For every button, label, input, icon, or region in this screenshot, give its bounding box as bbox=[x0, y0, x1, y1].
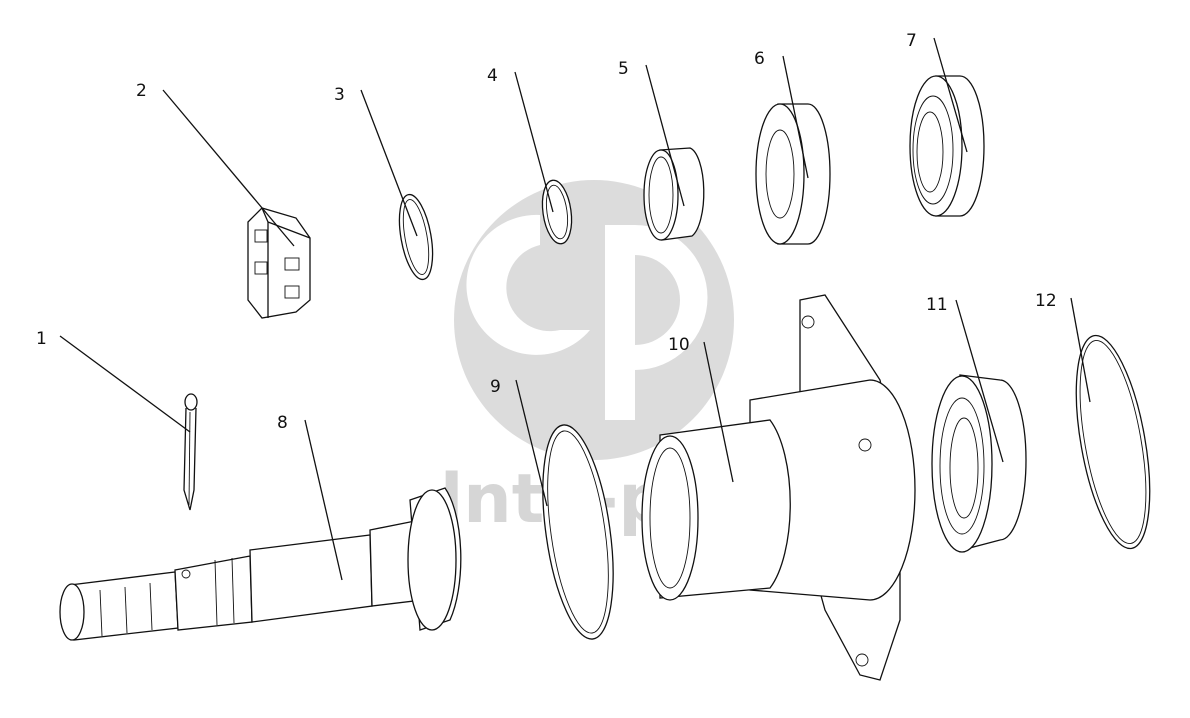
callout-label-6: 6 bbox=[754, 49, 765, 69]
callout-label-3: 3 bbox=[334, 85, 345, 105]
callout-label-9: 9 bbox=[490, 377, 501, 397]
part-2-castle-nut bbox=[247, 207, 311, 319]
callout-label-8: 8 bbox=[277, 413, 288, 433]
leader-line-10 bbox=[703, 341, 734, 483]
leader-line-8 bbox=[304, 419, 343, 581]
callout-label-4: 4 bbox=[487, 66, 498, 86]
leader-lines bbox=[59, 37, 1091, 581]
callout-label-11: 11 bbox=[926, 295, 948, 315]
callout-label-10: 10 bbox=[668, 335, 690, 355]
leader-line-3 bbox=[360, 89, 418, 237]
callout-label-1: 1 bbox=[36, 329, 47, 349]
callout-label-5: 5 bbox=[618, 59, 629, 79]
callout-label-7: 7 bbox=[906, 31, 917, 51]
leader-line-9 bbox=[515, 379, 548, 507]
part-3-ring bbox=[398, 193, 434, 281]
part-6-seal bbox=[755, 103, 831, 245]
part-8-pinion-shaft bbox=[59, 487, 462, 641]
part-9-ring bbox=[542, 424, 614, 640]
watermark-logo-g bbox=[466, 214, 590, 355]
watermark-logo-p bbox=[605, 225, 708, 420]
leader-line-2 bbox=[162, 89, 295, 247]
callout-label-12: 12 bbox=[1035, 291, 1057, 311]
part-10-flange-housing bbox=[641, 294, 916, 681]
leader-line-11 bbox=[955, 299, 1004, 463]
leader-line-4 bbox=[514, 71, 554, 213]
callout-labels: 1 2 3 4 5 6 7 8 9 10 11 12 bbox=[36, 31, 1057, 433]
leader-line-7 bbox=[933, 37, 968, 153]
part-11-bearing bbox=[931, 374, 1027, 553]
part-7-bearing bbox=[909, 75, 985, 217]
part-5-bushing bbox=[643, 147, 705, 241]
callout-label-2: 2 bbox=[136, 81, 147, 101]
leader-line-5 bbox=[645, 64, 685, 207]
part-4-ring bbox=[541, 179, 573, 245]
leader-line-12 bbox=[1070, 297, 1091, 403]
part-12-ring bbox=[1075, 334, 1151, 550]
leader-line-6 bbox=[782, 55, 809, 179]
part-1-cotter-pin bbox=[183, 393, 198, 511]
leader-line-1 bbox=[59, 335, 191, 433]
